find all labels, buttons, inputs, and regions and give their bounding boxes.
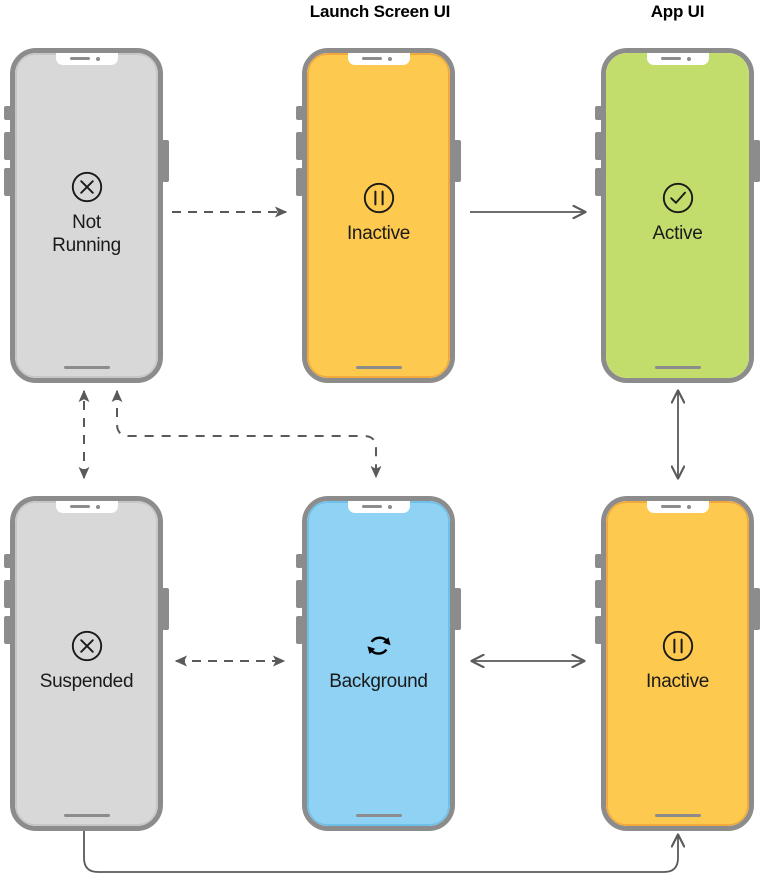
phone-notch bbox=[55, 53, 118, 65]
front-camera-icon bbox=[686, 504, 691, 509]
state-label: Not Running bbox=[52, 212, 121, 256]
home-indicator bbox=[654, 813, 701, 817]
phone-notch bbox=[347, 53, 410, 65]
power-button[interactable] bbox=[162, 140, 169, 182]
screen-background bbox=[307, 501, 450, 826]
front-camera-icon bbox=[95, 56, 100, 61]
volume-up-button[interactable] bbox=[4, 132, 11, 160]
volume-down-button[interactable] bbox=[595, 168, 602, 196]
volume-down-button[interactable] bbox=[595, 616, 602, 644]
volume-up-button[interactable] bbox=[595, 132, 602, 160]
home-indicator bbox=[63, 365, 110, 369]
volume-down-button[interactable] bbox=[296, 616, 303, 644]
phone-notch bbox=[646, 501, 709, 513]
phone-screen: Not Running bbox=[15, 53, 158, 378]
pause-circle-icon bbox=[363, 183, 394, 214]
home-indicator bbox=[654, 365, 701, 369]
silent-switch-button[interactable] bbox=[595, 554, 602, 568]
state-label: Background bbox=[329, 671, 428, 693]
phone-screen: Background bbox=[307, 501, 450, 826]
silent-switch-button[interactable] bbox=[296, 106, 303, 120]
home-indicator bbox=[63, 813, 110, 817]
home-indicator bbox=[355, 365, 402, 369]
home-indicator bbox=[355, 813, 402, 817]
speaker-grille-icon bbox=[660, 505, 681, 508]
transition-suspended-to-inactive-app bbox=[83, 829, 678, 873]
speaker-grille-icon bbox=[361, 505, 382, 508]
volume-up-button[interactable] bbox=[4, 580, 11, 608]
phone-screen: Active bbox=[606, 53, 749, 378]
volume-up-button[interactable] bbox=[595, 580, 602, 608]
volume-up-button[interactable] bbox=[296, 580, 303, 608]
state-card-suspended[interactable]: Suspended bbox=[4, 496, 169, 831]
state-card-inactive-app[interactable]: Inactive bbox=[595, 496, 760, 831]
front-camera-icon bbox=[387, 56, 392, 61]
volume-down-button[interactable] bbox=[4, 616, 11, 644]
screen-background bbox=[307, 53, 450, 378]
power-button[interactable] bbox=[454, 588, 461, 630]
speaker-grille-icon bbox=[361, 57, 382, 60]
power-button[interactable] bbox=[753, 140, 760, 182]
refresh-cycle-icon bbox=[366, 636, 391, 655]
state-label: Suspended bbox=[39, 671, 134, 693]
column-header-app-ui: App UI bbox=[650, 2, 705, 21]
pause-circle-icon bbox=[662, 631, 693, 662]
silent-switch-button[interactable] bbox=[595, 106, 602, 120]
speaker-grille-icon bbox=[660, 57, 681, 60]
phone-notch bbox=[55, 501, 118, 513]
silent-switch-button[interactable] bbox=[4, 554, 11, 568]
power-button[interactable] bbox=[162, 588, 169, 630]
front-camera-icon bbox=[387, 504, 392, 509]
transition-not-running-to-background bbox=[111, 389, 382, 479]
screen-background bbox=[606, 501, 749, 826]
screen-background bbox=[606, 53, 749, 378]
check-circle-icon bbox=[662, 183, 693, 214]
speaker-grille-icon bbox=[69, 505, 90, 508]
power-button[interactable] bbox=[753, 588, 760, 630]
state-label: Inactive bbox=[645, 671, 710, 693]
volume-up-button[interactable] bbox=[296, 132, 303, 160]
state-card-active[interactable]: Active bbox=[595, 48, 760, 383]
front-camera-icon bbox=[686, 56, 691, 61]
volume-down-button[interactable] bbox=[4, 168, 11, 196]
state-card-inactive-launch[interactable]: Inactive bbox=[296, 48, 461, 383]
speaker-grille-icon bbox=[69, 57, 90, 60]
phone-notch bbox=[347, 501, 410, 513]
phone-notch bbox=[646, 53, 709, 65]
state-label: Inactive bbox=[346, 223, 411, 245]
volume-down-button[interactable] bbox=[296, 168, 303, 196]
state-card-not-running[interactable]: Not Running bbox=[4, 48, 169, 383]
state-label: Active bbox=[652, 223, 703, 245]
front-camera-icon bbox=[95, 504, 100, 509]
phone-screen: Suspended bbox=[15, 501, 158, 826]
phone-screen: Inactive bbox=[606, 501, 749, 826]
silent-switch-button[interactable] bbox=[4, 106, 11, 120]
state-card-background[interactable]: Background bbox=[296, 496, 461, 831]
power-button[interactable] bbox=[454, 140, 461, 182]
phone-screen: Inactive bbox=[307, 53, 450, 378]
x-circle-icon bbox=[71, 631, 102, 662]
column-header-launch-screen-ui: Launch Screen UI bbox=[309, 2, 451, 21]
x-circle-icon bbox=[71, 171, 102, 203]
silent-switch-button[interactable] bbox=[296, 554, 303, 568]
